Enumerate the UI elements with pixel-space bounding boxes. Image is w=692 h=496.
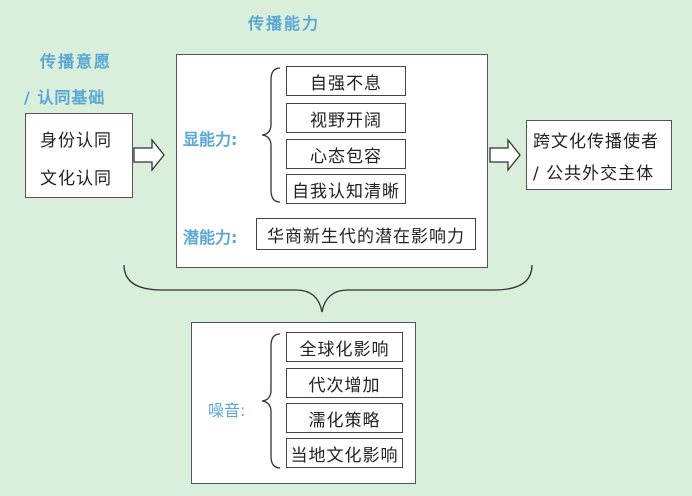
block-arrow-icon: [133, 138, 165, 172]
latent-capability-item: 华商新生代的潜在影响力: [256, 218, 476, 250]
result-line: / 公共外交主体: [533, 164, 655, 184]
motivation-subheading: / 认同基础: [24, 88, 106, 107]
explicit-capability-item: 自我认知清晰: [286, 174, 406, 204]
explicit-capability-label: 显能力:: [183, 130, 238, 149]
identity-item: 文化认同: [40, 169, 112, 189]
result-box: 跨文化传播使者 / 公共外交主体: [526, 120, 672, 190]
noise-label: 噪音:: [208, 401, 246, 420]
explicit-capability-item: 自强不息: [286, 66, 406, 96]
left-brace-icon: [261, 333, 281, 469]
explicit-capability-item: 视野开阔: [286, 103, 406, 133]
noise-item: 当地文化影响: [286, 438, 403, 468]
diagram-title: 传播能力: [248, 14, 321, 33]
identity-box: 身份认同 文化认同: [25, 113, 133, 198]
motivation-heading: 传播意愿: [40, 52, 113, 71]
identity-item: 身份认同: [40, 131, 112, 151]
noise-item: 全球化影响: [286, 332, 403, 362]
result-line: 跨文化传播使者: [533, 132, 659, 152]
noise-item: 代次增加: [286, 368, 403, 398]
block-arrow-icon: [489, 138, 521, 172]
noise-item: 濡化策略: [286, 403, 403, 433]
left-brace-icon: [261, 67, 281, 203]
bottom-brace-icon: [123, 264, 533, 313]
explicit-capability-item: 心态包容: [286, 139, 406, 169]
latent-capability-label: 潜能力:: [183, 228, 238, 247]
